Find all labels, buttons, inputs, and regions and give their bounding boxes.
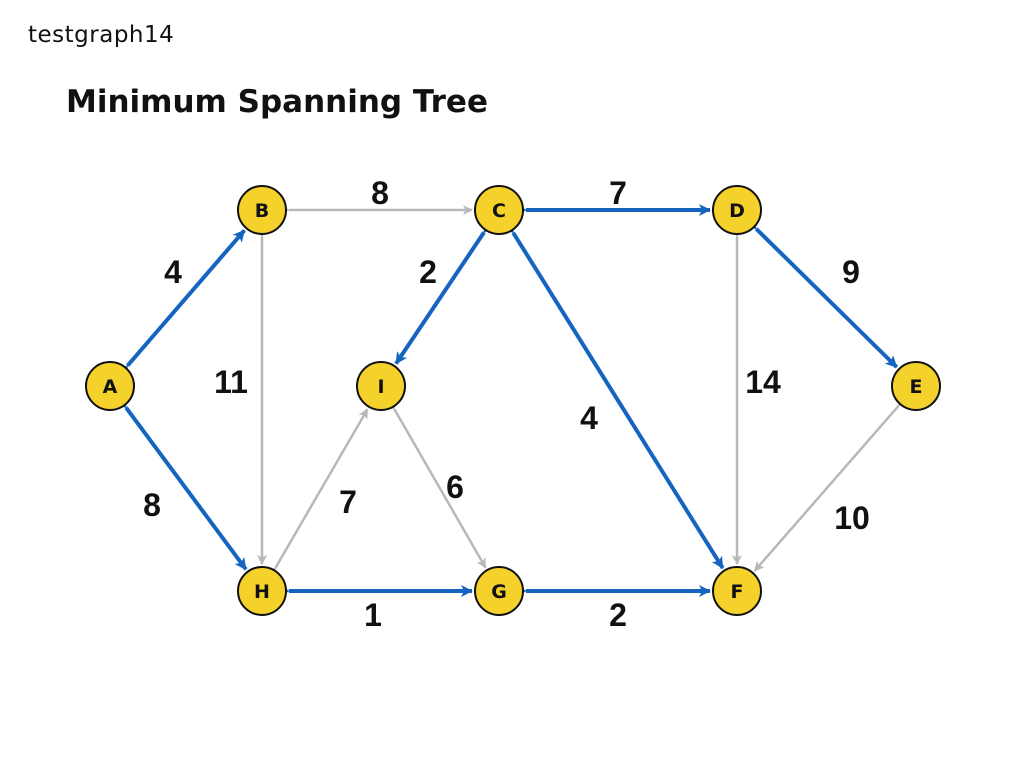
- node-h: H: [237, 566, 287, 616]
- edge-d-e-mst: [744, 216, 899, 369]
- edges-layer: [114, 204, 908, 597]
- edge-weight-b-h: 11: [214, 364, 248, 400]
- edge-weight-h-i: 7: [339, 484, 357, 520]
- edge-a-b-mst: [115, 229, 246, 378]
- node-label: C: [492, 200, 506, 222]
- node-d: D: [712, 185, 762, 235]
- node-b: B: [237, 185, 287, 235]
- edge-weight-c-f: 4: [580, 400, 598, 436]
- node-c: C: [474, 185, 524, 235]
- edge-e-f: [753, 396, 908, 572]
- edge-a-h-mst: [114, 395, 248, 571]
- node-g: G: [474, 566, 524, 616]
- edge-weight-a-h: 8: [143, 487, 161, 523]
- node-label: I: [377, 376, 384, 398]
- node-label: F: [731, 581, 744, 603]
- node-a: A: [85, 361, 135, 411]
- edge-weight-i-g: 6: [446, 469, 464, 505]
- edge-c-f-mst: [502, 220, 725, 570]
- node-label: H: [254, 581, 270, 603]
- nodes-layer: A B C D E F G H I: [85, 185, 941, 616]
- edge-c-i-mst: [394, 219, 496, 365]
- edge-weight-d-e: 9: [842, 254, 860, 290]
- node-circle: [712, 566, 762, 616]
- edge-weight-g-f: 2: [609, 597, 627, 633]
- edge-weight-d-f: 14: [745, 364, 781, 400]
- node-e: E: [891, 361, 941, 411]
- node-label: G: [491, 581, 507, 603]
- node-circle: [356, 361, 406, 411]
- edge-i-g: [385, 399, 487, 569]
- edge-weights-layer: 4 8 8 11 7 2 4 9 14 10 7 6 1 2: [143, 175, 870, 633]
- page-title: Minimum Spanning Tree: [66, 84, 488, 120]
- edge-weight-b-c: 8: [371, 175, 389, 211]
- graph-name-label: testgraph14: [28, 22, 175, 48]
- node-i: I: [356, 361, 406, 411]
- node-circle: [474, 185, 524, 235]
- edge-weight-c-d: 7: [609, 175, 627, 211]
- node-circle: [891, 361, 941, 411]
- node-label: E: [910, 376, 923, 398]
- node-circle: [712, 185, 762, 235]
- edge-weight-e-f: 10: [834, 500, 870, 536]
- edge-weight-h-g: 1: [364, 597, 382, 633]
- edge-weight-c-i: 2: [419, 254, 437, 290]
- edge-weight-a-b: 4: [164, 254, 182, 290]
- node-circle: [474, 566, 524, 616]
- node-label: D: [729, 200, 745, 222]
- node-circle: [237, 185, 287, 235]
- node-label: B: [255, 200, 269, 222]
- node-circle: [237, 566, 287, 616]
- node-circle: [85, 361, 135, 411]
- node-f: F: [712, 566, 762, 616]
- edge-h-i: [266, 408, 369, 578]
- node-label: A: [103, 376, 118, 398]
